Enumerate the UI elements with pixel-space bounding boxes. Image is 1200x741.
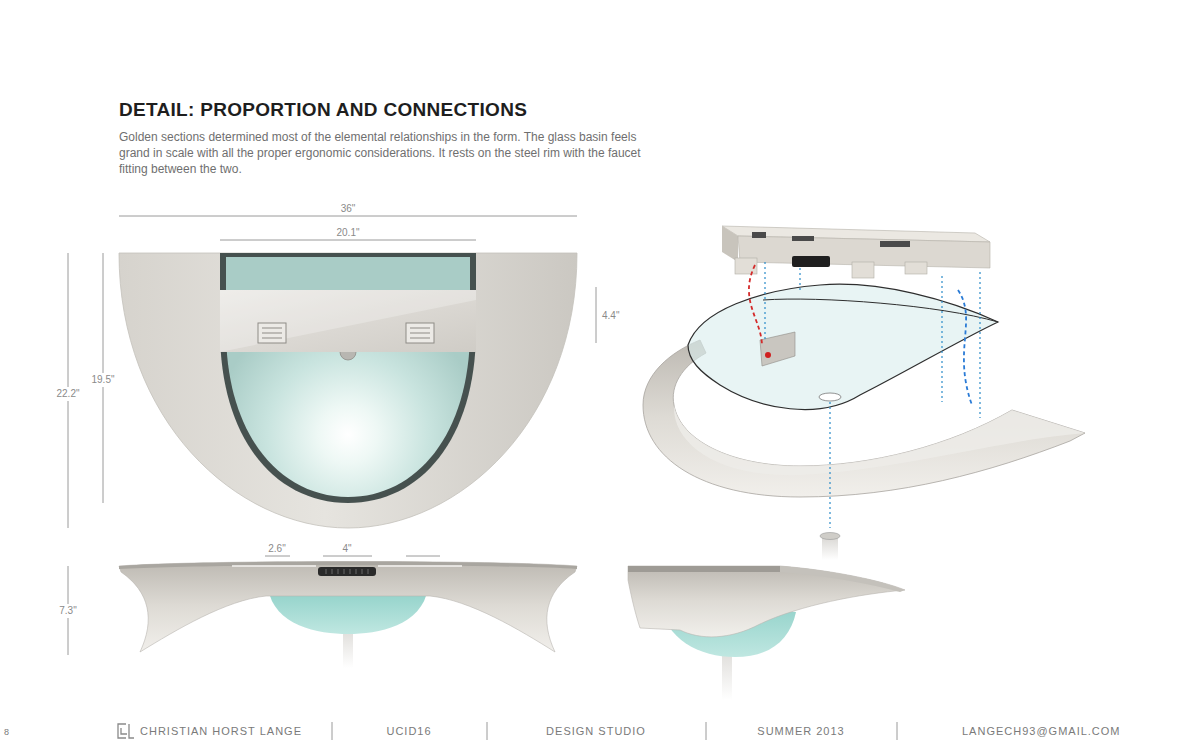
dimension-label: 20.1": [336, 227, 359, 239]
exploded-view: [829, 402, 830, 528]
exploded-view: [905, 262, 927, 274]
dimension-label: 4.4": [602, 310, 619, 322]
footer-text: DESIGN STUDIO: [546, 725, 646, 738]
exploded-view: [752, 232, 766, 238]
footer-text: LANGECH93@GMAIL.COM: [962, 725, 1121, 738]
dimension-line: [323, 556, 372, 557]
front-elevation: [350, 569, 351, 574]
exploded-view: [722, 226, 738, 262]
vent-icon: [258, 323, 286, 343]
front-elevation: [362, 569, 363, 574]
plan-view: [119, 253, 577, 528]
vent-icon: [258, 323, 434, 343]
vent-icon: [406, 323, 434, 343]
side-elevation: [628, 566, 780, 572]
front-elevation: [338, 569, 339, 574]
dimension-label: 7.3": [58, 604, 77, 618]
front-elevation: [368, 569, 369, 574]
exploded-view: [763, 299, 998, 322]
vent-icon: [410, 333, 430, 334]
footer-rule: [332, 722, 333, 740]
exploded-view: [819, 393, 841, 401]
exploded-view: [792, 236, 814, 241]
vent-icon: [410, 328, 430, 329]
exploded-view: [765, 352, 771, 358]
logo-mark: [121, 728, 127, 734]
exploded-view: [765, 262, 980, 528]
footer-rule: [332, 722, 897, 740]
footer-text: CHRISTIAN HORST LANGE: [140, 725, 302, 738]
exploded-view: [958, 290, 972, 405]
front-elevation: [326, 569, 327, 574]
side-elevation: [628, 566, 905, 637]
page-number: 8: [4, 727, 9, 738]
vent-icon: [410, 338, 430, 339]
footer-rule: [706, 722, 707, 740]
side-elevation: [628, 566, 905, 700]
exploded-view: [749, 265, 762, 346]
page-title: DETAIL: PROPORTION AND CONNECTIONS: [119, 99, 527, 121]
dimension-line: [119, 216, 577, 217]
exploded-view: [852, 262, 874, 278]
exploded-view: [820, 533, 840, 540]
vent-icon: [262, 328, 282, 329]
plan-view: [220, 290, 476, 352]
logo-mark: [118, 724, 134, 738]
dimension-label: 4": [342, 543, 351, 555]
exploded-view: [979, 272, 980, 418]
logo-mark: [129, 724, 134, 738]
vent-icon: [262, 338, 282, 339]
exploded-view: [799, 268, 800, 292]
footer-rule: [487, 722, 488, 740]
front-elevation: [378, 565, 462, 567]
front-elevation: [326, 569, 368, 574]
vent-icon: [262, 333, 282, 334]
dimension-line: [265, 556, 290, 557]
footer-text: SUMMER 2013: [757, 725, 844, 738]
dimension-label: 22.2": [55, 387, 80, 401]
exploded-view: [688, 284, 998, 409]
dimension-label: 19.5": [90, 373, 115, 387]
footer-text: UCID16: [386, 725, 431, 738]
plan-view: [220, 290, 476, 352]
plan-view: [119, 253, 577, 528]
dimension-label: 36": [341, 203, 356, 215]
exploded-view: [764, 262, 765, 340]
dimension-line: [596, 287, 597, 343]
footer-rule: [897, 722, 898, 740]
side-elevation: [780, 566, 905, 592]
front-elevation: [232, 565, 316, 567]
front-elevation: [344, 569, 345, 574]
dimension-line: [406, 556, 440, 557]
exploded-view: [674, 405, 1085, 475]
exploded-view: [792, 256, 830, 267]
exploded-view: [643, 226, 1085, 560]
front-elevation: [356, 569, 357, 574]
dimension-line: [68, 216, 596, 655]
dimension-label: 2.6": [268, 543, 285, 555]
exploded-view: [880, 241, 910, 247]
exploded-view: [941, 276, 942, 402]
description-text: Golden sections determined most of the e…: [119, 129, 644, 177]
front-elevation: [119, 562, 577, 669]
dimension-line: [220, 240, 476, 241]
front-elevation: [318, 567, 376, 576]
front-elevation: [119, 562, 577, 653]
logo-mark: [118, 724, 126, 738]
plan-view: [220, 253, 476, 503]
front-elevation: [332, 569, 333, 574]
